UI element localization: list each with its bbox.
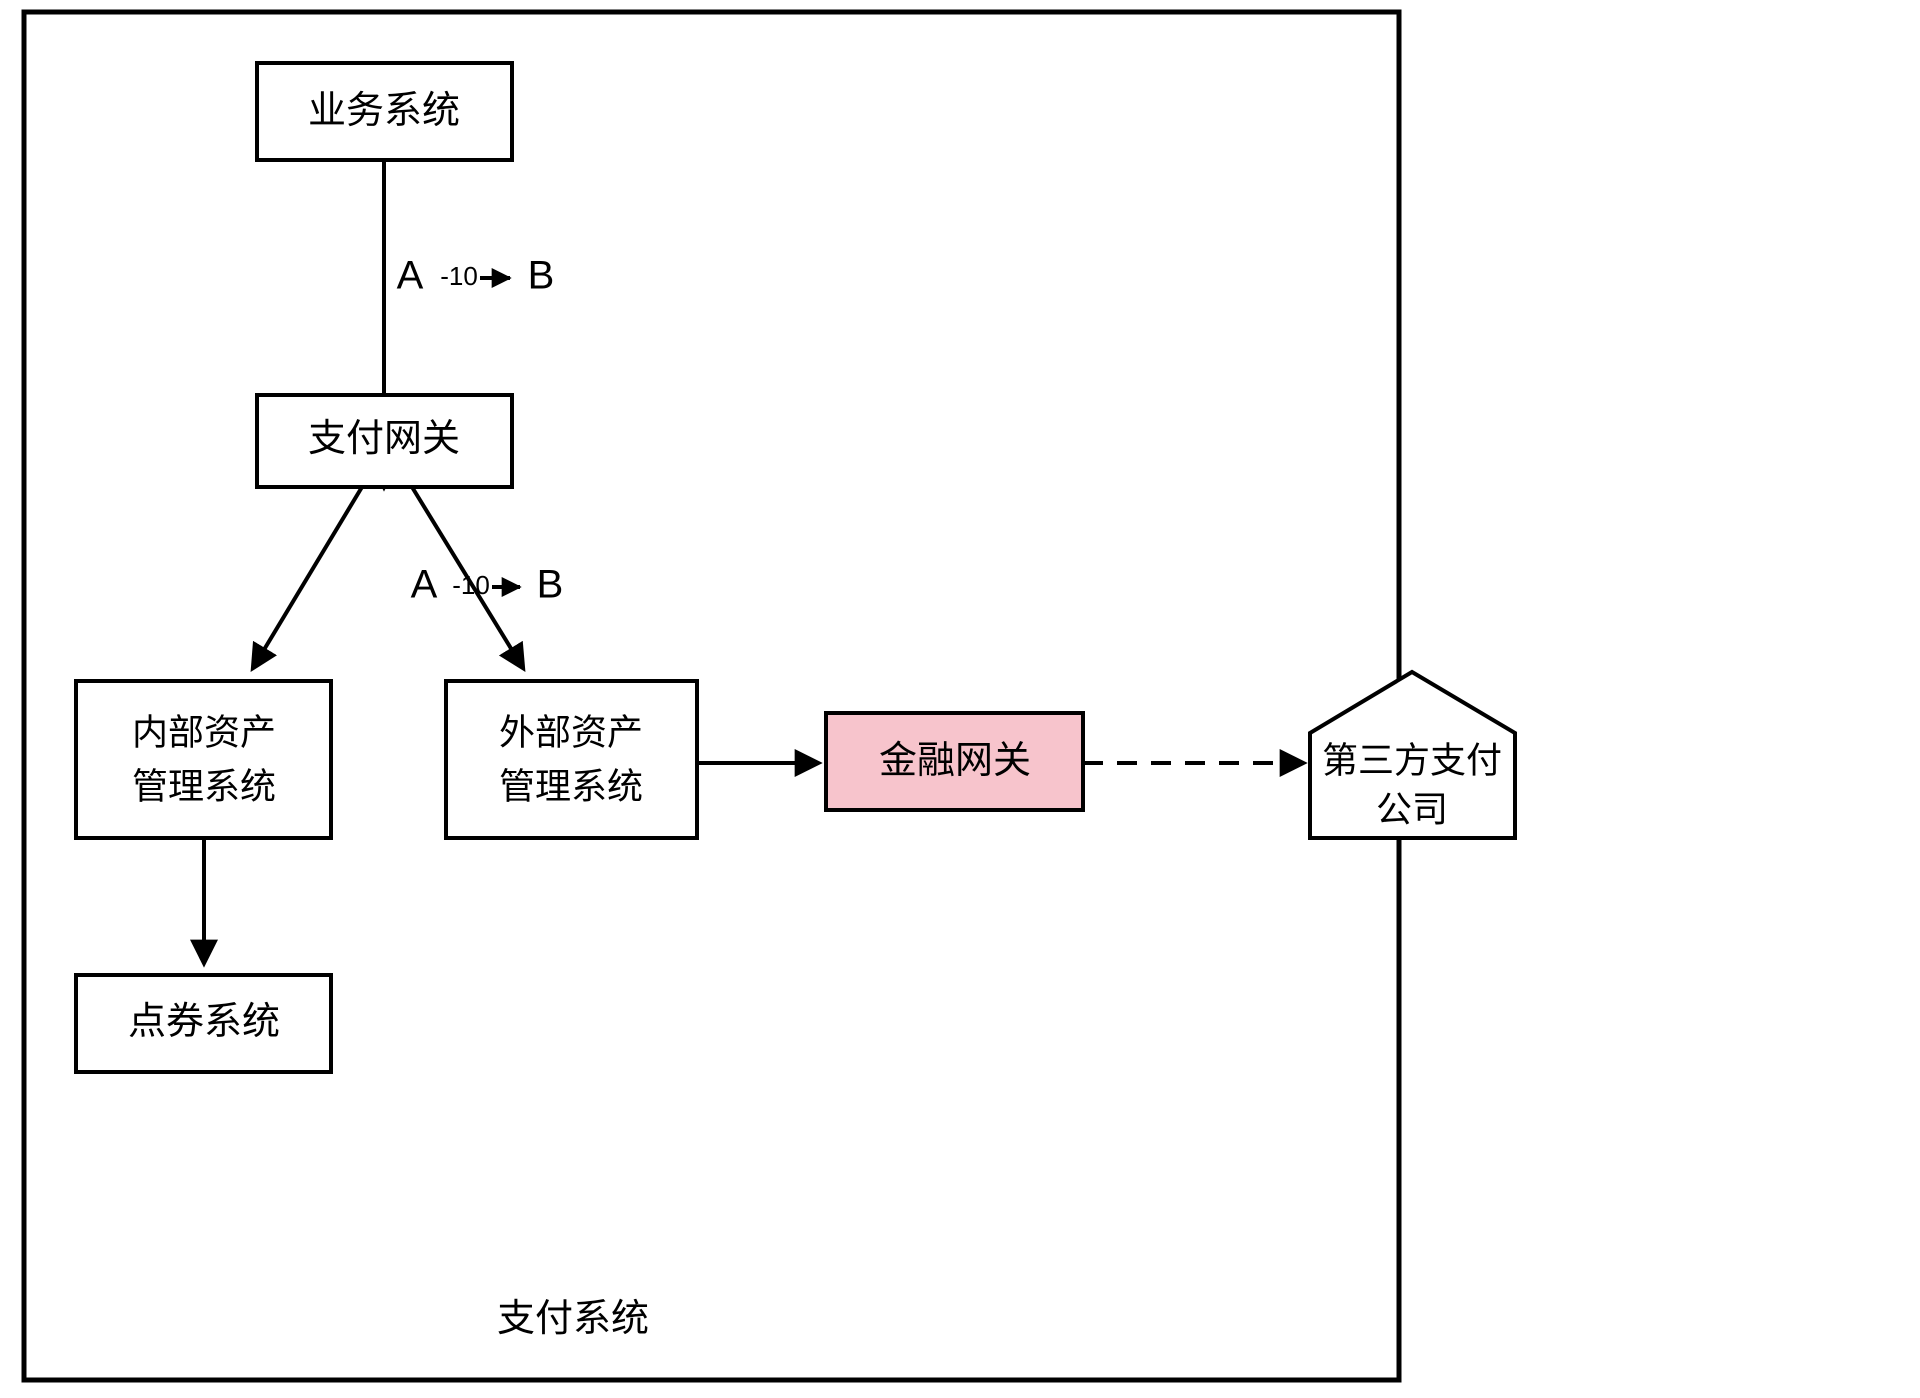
node-payment-gateway-label: 支付网关 <box>308 418 460 460</box>
edge-label-2-account-a: A <box>411 563 438 607</box>
node-external-asset-system-label-line1: 外部资产 <box>499 712 643 753</box>
node-financial-gateway[interactable]: 金融网关 <box>824 711 1085 812</box>
edge-label-1-account-b: B <box>528 254 555 298</box>
node-third-party-payment[interactable]: 第三方支付 公司 <box>1308 669 1517 840</box>
node-business-system[interactable]: 业务系统 <box>255 61 514 162</box>
edge-label-2-amount: -10 <box>452 570 490 600</box>
node-external-asset-system-label-line2: 管理系统 <box>499 766 643 807</box>
node-third-party-payment-label-line2: 公司 <box>1376 789 1448 830</box>
container-caption: 支付系统 <box>497 1298 649 1340</box>
node-third-party-payment-label-line1: 第三方支付 <box>1322 740 1502 781</box>
node-internal-asset-system-label-line1: 内部资产 <box>132 712 276 753</box>
node-financial-gateway-label: 金融网关 <box>879 740 1031 782</box>
node-internal-asset-system[interactable]: 内部资产 管理系统 <box>74 679 333 840</box>
node-payment-gateway[interactable]: 支付网关 <box>255 393 514 489</box>
node-voucher-system[interactable]: 点券系统 <box>74 973 333 1074</box>
node-internal-asset-system-label-line2: 管理系统 <box>132 766 276 807</box>
edge-label-business-to-gateway: A -10 B <box>397 254 555 298</box>
edge-label-1-account-a: A <box>397 254 424 298</box>
edge-label-gateway-to-external: A -10 B <box>411 563 564 607</box>
node-external-asset-system[interactable]: 外部资产 管理系统 <box>444 679 699 840</box>
edge-label-1-amount: -10 <box>440 261 478 291</box>
edge-gateway-to-external <box>410 485 526 672</box>
edge-gateway-to-internal <box>250 485 364 672</box>
node-business-system-label: 业务系统 <box>308 90 460 132</box>
node-voucher-system-label: 点券系统 <box>128 1001 280 1043</box>
edge-label-2-account-b: B <box>537 563 564 607</box>
